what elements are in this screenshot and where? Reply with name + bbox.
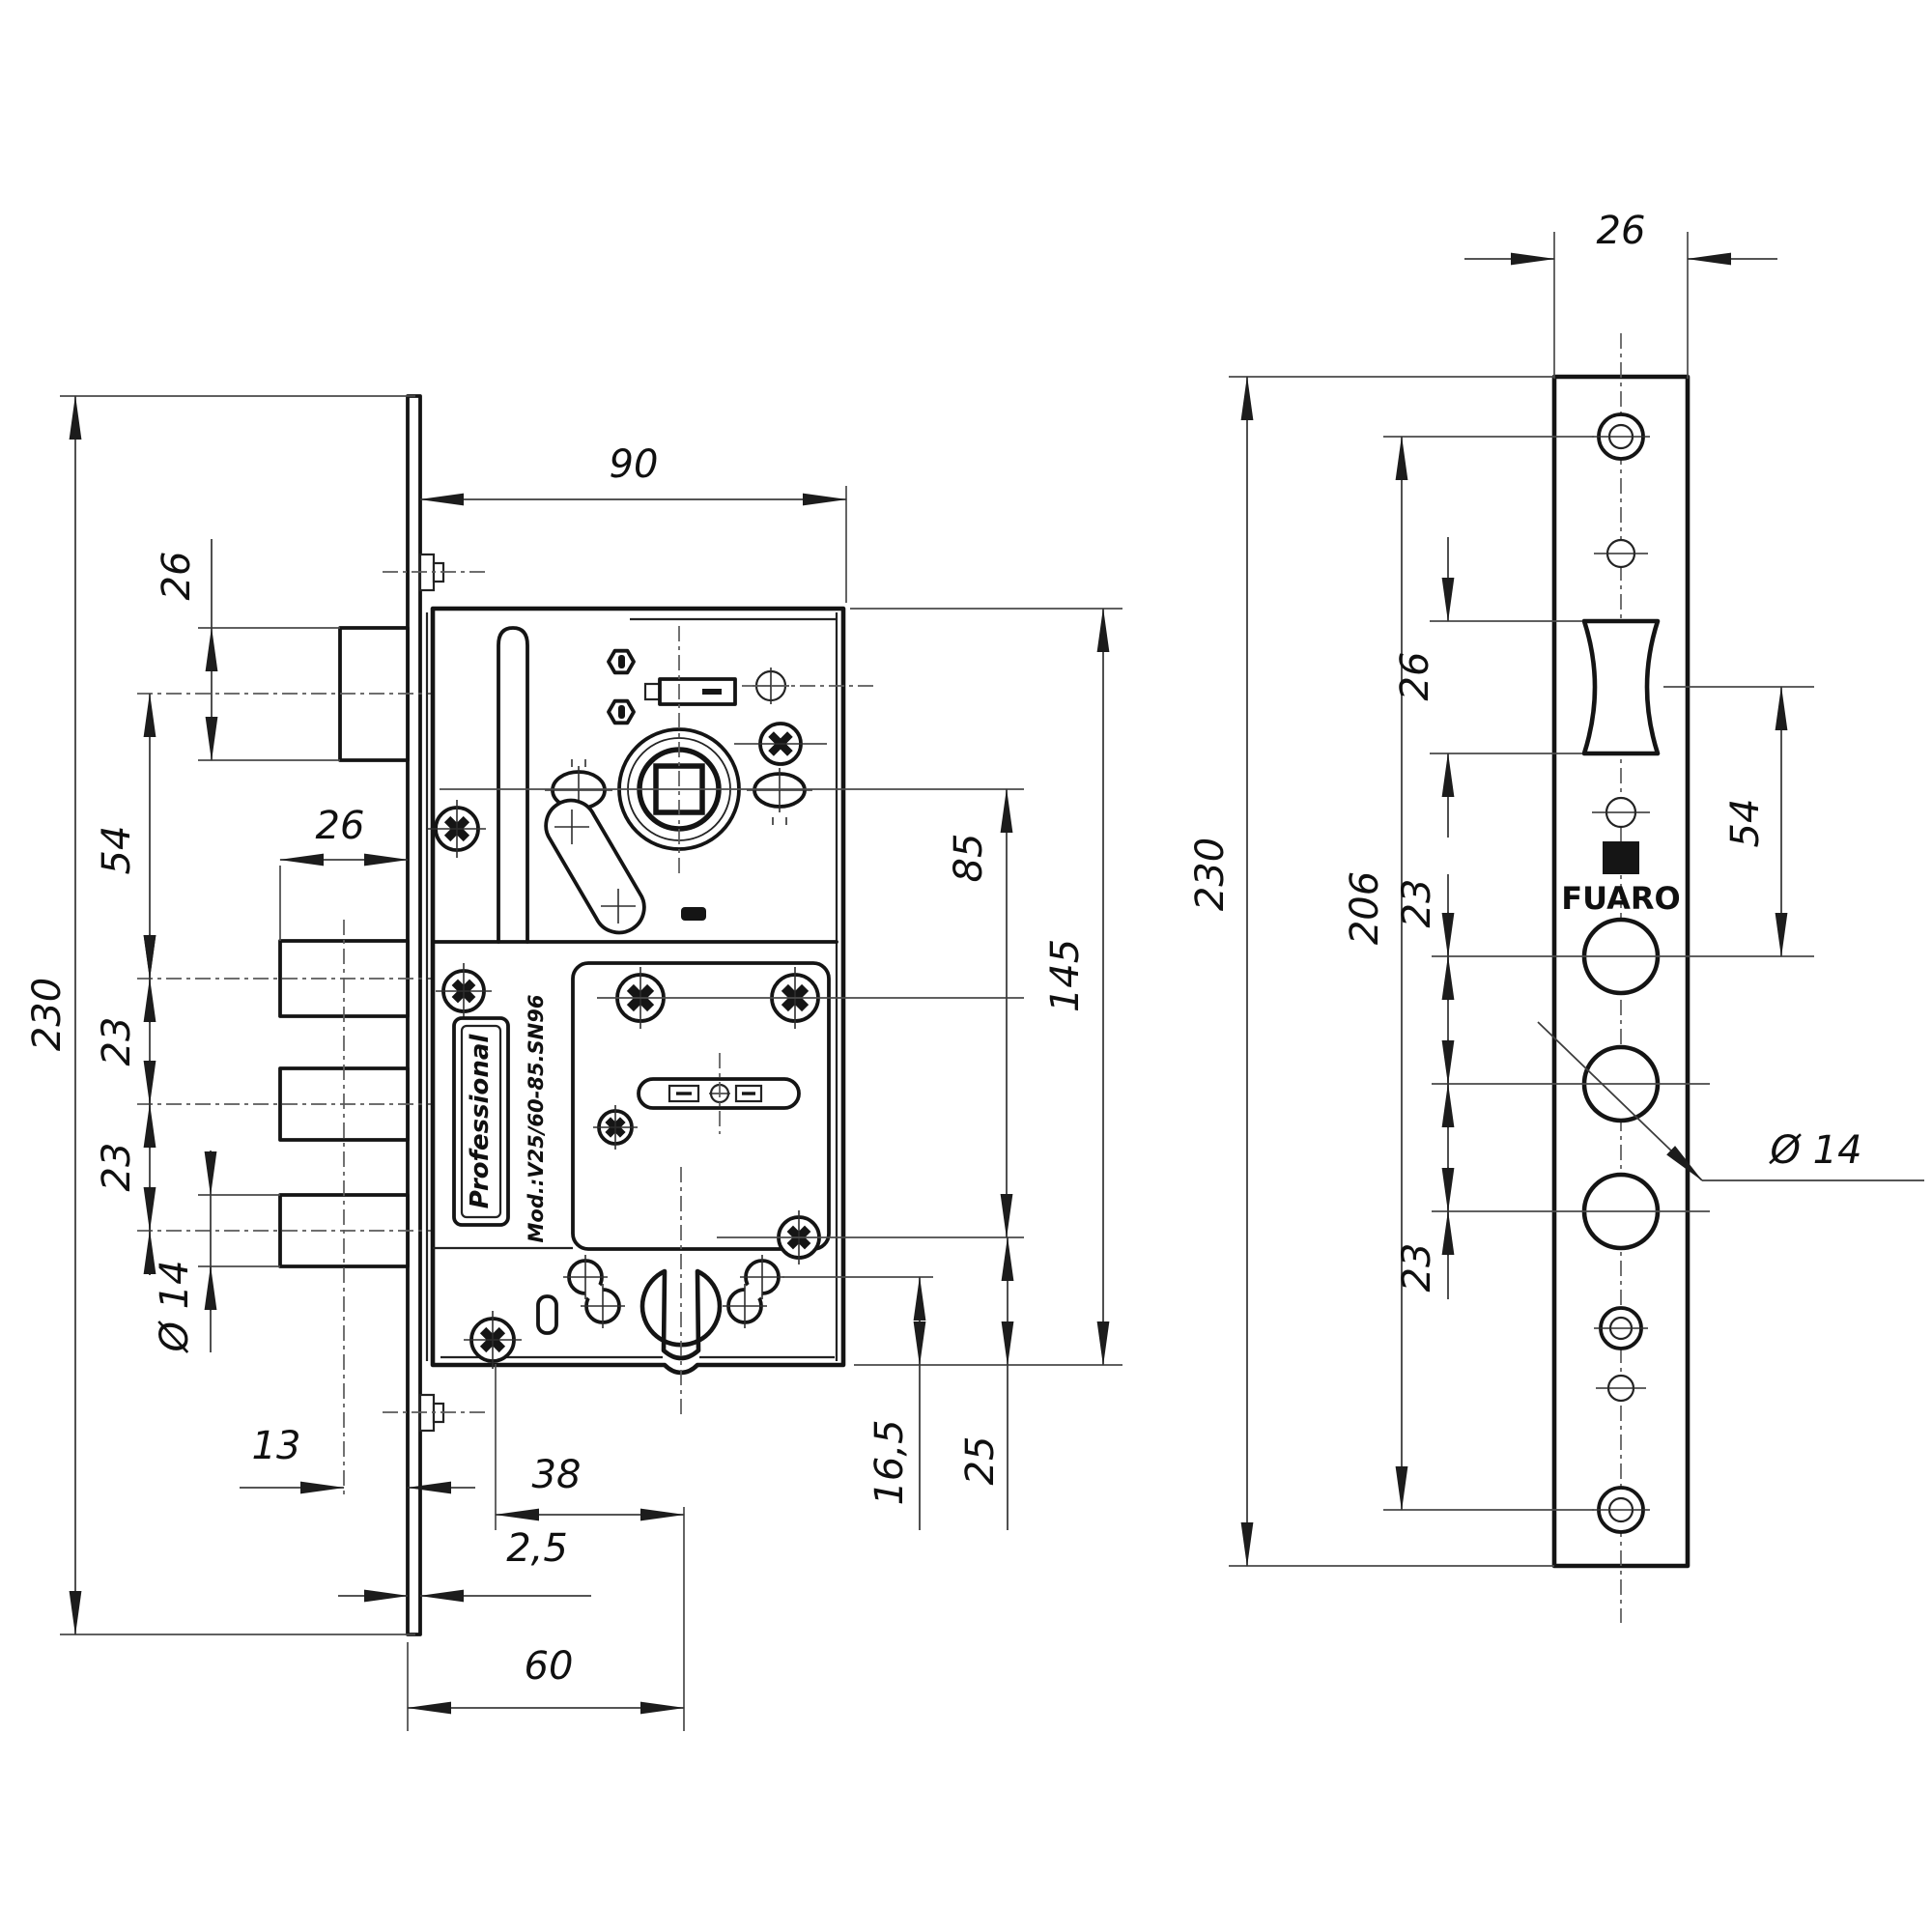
screw-cross-top	[742, 668, 877, 704]
dim-latch-to-hole: 54	[1723, 799, 1768, 848]
base-plate-tab	[536, 1294, 558, 1335]
oval-screw-right	[747, 768, 812, 825]
screw-hole-mid	[1594, 1306, 1648, 1350]
screw-hole-top	[1592, 412, 1650, 461]
dim-hole-spacing-bottom: 23	[1395, 1243, 1439, 1293]
latch-opening	[1581, 618, 1661, 756]
model-label: Mod.:V25/60-85.SN96	[525, 995, 548, 1243]
dim-hole-diameter: Ø 14	[1768, 1128, 1861, 1173]
dim-faceplate-thickness: 2,5	[506, 1526, 568, 1571]
dim-body-height: 145	[1043, 939, 1088, 1012]
brand-plate: Professional Mod.:V25/60-85.SN96	[452, 995, 548, 1243]
phillips-screw-upper-right	[734, 722, 827, 766]
dim-body-to-screw: 25	[958, 1436, 1003, 1486]
dim-bolt-spacing-bottom: 23	[95, 1143, 139, 1192]
dim-latch-to-bolts: 54	[95, 826, 139, 875]
fixing-hole-right	[723, 1255, 784, 1328]
phillips-screw-left-2	[436, 963, 492, 1019]
dim-latch-opening: 26	[1393, 652, 1437, 701]
dim-body-to-hole: 16,5	[867, 1419, 912, 1505]
dim-latch-height: 26	[155, 552, 199, 601]
dim-overall-height-left: 230	[25, 978, 70, 1051]
faceplate-screw-top	[383, 553, 488, 592]
screw-hole-bottom	[1592, 1486, 1650, 1534]
dim-bolt-spacing-top: 23	[95, 1017, 139, 1066]
right-view-dimensions: 26 230 206 26 23 23 54	[1188, 209, 1924, 1567]
faceplate-side	[406, 394, 422, 1636]
small-screw-3	[1596, 1374, 1646, 1403]
dim-overall-height-right: 230	[1188, 838, 1233, 911]
day-latch-slot	[637, 1053, 801, 1134]
dim-screw-spacing: 206	[1343, 871, 1387, 945]
kidney-cutout	[544, 798, 646, 935]
phillips-screw-small	[593, 1105, 638, 1150]
brand-plate-label: Professional	[466, 1034, 495, 1209]
fuaro-logo-mark	[1603, 841, 1639, 874]
phillips-screw-left-1	[428, 800, 486, 858]
fixing-hole-left	[563, 1255, 625, 1328]
dim-bolt-overhang: 13	[252, 1424, 301, 1468]
dim-plate-width: 26	[1597, 209, 1646, 253]
faceplate-screw-bottom	[383, 1393, 488, 1433]
internal-channel	[497, 626, 529, 944]
right-view-faceplate: FUARO	[1551, 333, 1690, 1623]
dim-follower-to-cylinder: 85	[947, 834, 991, 883]
dim-bolt-diameter-left: Ø 14	[153, 1260, 197, 1353]
dim-screw-to-cylinder: 38	[532, 1453, 582, 1497]
hex-nut-top	[607, 648, 636, 675]
small-screw-1	[1594, 538, 1648, 569]
dim-bolt-width: 26	[316, 804, 365, 848]
stop-tab	[681, 907, 706, 921]
dim-hole-spacing-top: 23	[1395, 879, 1439, 928]
phillips-screw-left-3	[464, 1311, 522, 1369]
left-view-dimensions: 230 26 54 23 23 Ø 14 26 13	[25, 395, 1122, 1731]
hex-nut-bottom	[607, 698, 636, 725]
lower-cover-panel	[571, 961, 831, 1251]
euro-cylinder-hole	[639, 1167, 723, 1418]
adjuster-slot	[643, 677, 737, 706]
dim-backset: 60	[525, 1644, 574, 1689]
deadbolts	[137, 920, 475, 1499]
dim-body-width: 90	[610, 442, 659, 487]
fuaro-logo-text: FUARO	[1561, 880, 1680, 917]
left-view-lock-body: Professional Mod.:V25/60-85.SN96	[137, 394, 877, 1636]
small-screw-2	[1592, 796, 1650, 829]
